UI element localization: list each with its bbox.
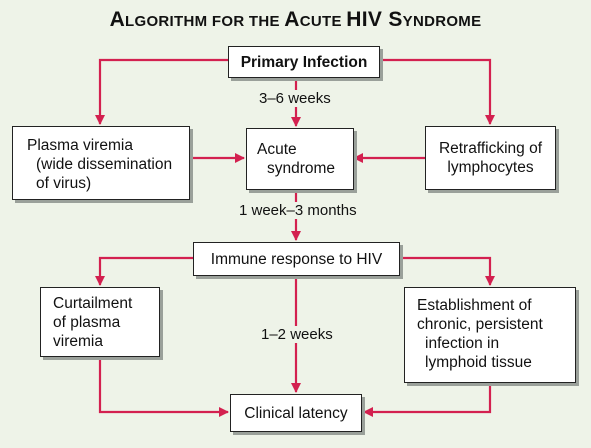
arrow-primary-to-retrafficking [380, 58, 495, 125]
node-primary-infection: Primary Infection [228, 46, 380, 78]
arrow-primary-to-plasma-viremia [95, 58, 228, 125]
node-acute-syndrome: Acute syndrome [246, 128, 354, 190]
edge-label-1-2-weeks: 1–2 weeks [258, 326, 336, 343]
node-curtailment: Curtailment of plasma viremia [40, 287, 160, 357]
node-establishment: Establishment of chronic, persistent inf… [404, 287, 576, 383]
edge-label-3-6-weeks: 3–6 weeks [256, 90, 334, 107]
node-plasma-viremia: Plasma viremia (wide dissemination of vi… [12, 126, 190, 200]
arrow-curtailment-to-latency [98, 358, 229, 417]
arrow-immune-to-curtailment [95, 256, 193, 286]
diagram-title: ALGORITHM FOR THE ACUTE HIV SYNDROME [109, 8, 482, 31]
node-immune-response: Immune response to HIV [193, 242, 400, 276]
edge-label-1-week-3-months: 1 week–3 months [236, 202, 360, 219]
arrow-establishment-to-latency [363, 384, 492, 417]
node-clinical-latency: Clinical latency [230, 394, 362, 432]
node-retrafficking: Retrafficking of lymphocytes [425, 126, 556, 190]
arrow-immune-to-establishment [400, 256, 495, 286]
